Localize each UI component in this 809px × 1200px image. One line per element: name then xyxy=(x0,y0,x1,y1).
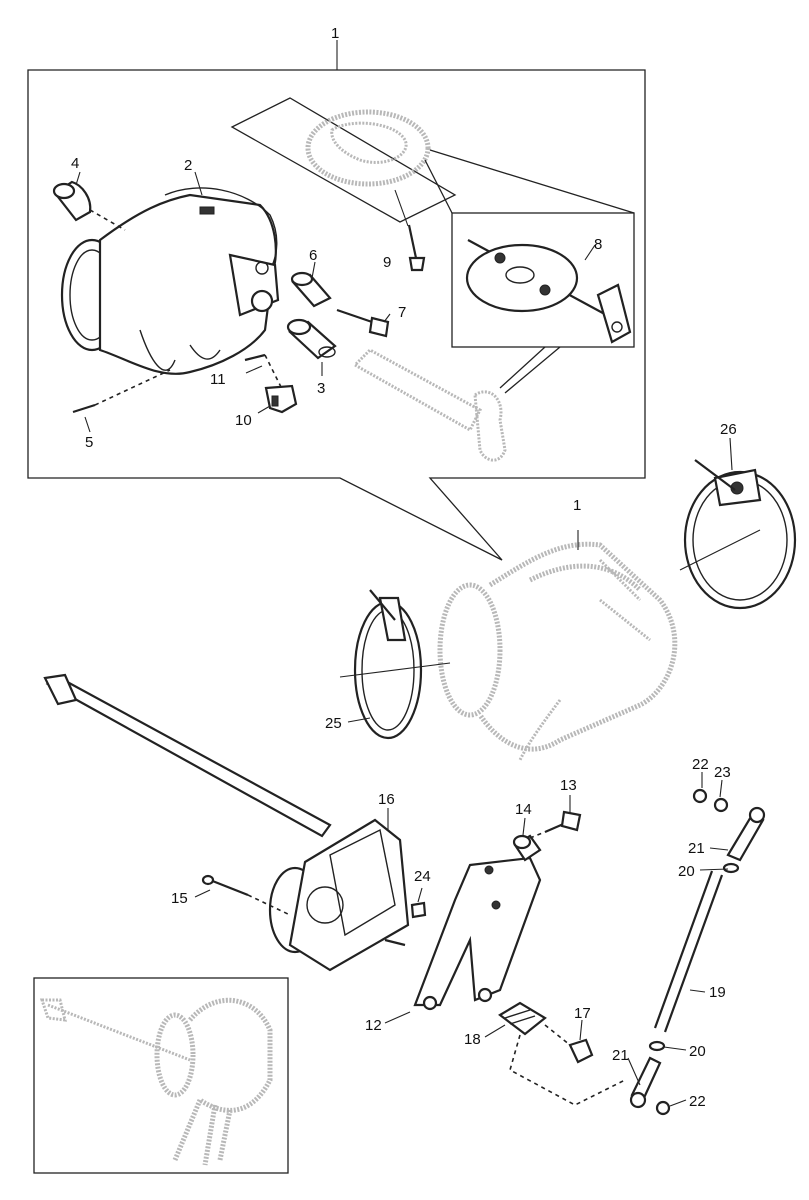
callout-22-bottom: 22 xyxy=(689,1093,706,1110)
assembly-path xyxy=(509,1024,626,1106)
locator-inset-box xyxy=(33,977,289,1174)
rod-end-lower xyxy=(629,1040,671,1116)
rod-end-upper xyxy=(692,788,766,874)
callout-7: 7 xyxy=(398,304,406,321)
bushing-part-6 xyxy=(290,271,332,308)
callout-22-top: 22 xyxy=(692,756,709,773)
ghost-lever xyxy=(352,348,507,462)
leader-lines xyxy=(75,171,733,1107)
callout-18: 18 xyxy=(464,1031,481,1048)
flap-part-8 xyxy=(465,239,632,344)
callout-1-top: 1 xyxy=(331,25,339,42)
clamp-part-25 xyxy=(339,589,451,740)
bushing-part-3 xyxy=(286,318,337,360)
bolt-part-9 xyxy=(394,189,426,272)
callout-20-bottom: 20 xyxy=(689,1043,706,1060)
callout-labels: 1 2 3 4 5 6 7 8 9 10 11 1 26 25 16 14 13… xyxy=(71,25,737,1110)
bracket-part-12 xyxy=(413,856,542,1011)
housing-part-2 xyxy=(60,187,280,375)
callout-26: 26 xyxy=(720,421,737,438)
callout-19: 19 xyxy=(709,984,726,1001)
callout-25: 25 xyxy=(325,715,342,732)
callout-14: 14 xyxy=(515,801,532,818)
pin-part-5 xyxy=(72,369,171,414)
nut-part-24 xyxy=(410,901,427,919)
callout-15: 15 xyxy=(171,890,188,907)
callout-5: 5 xyxy=(85,434,93,451)
callout-12: 12 xyxy=(365,1017,382,1034)
bushing-part-14 xyxy=(512,834,542,862)
callout-16: 16 xyxy=(378,791,395,808)
clamp-part-26 xyxy=(679,459,797,610)
actuator-part-16 xyxy=(268,818,410,972)
assembly-1-ghost xyxy=(437,541,678,761)
callout-6: 6 xyxy=(309,247,317,264)
nut-part-17 xyxy=(568,1038,594,1064)
callout-23: 23 xyxy=(714,764,731,781)
pin-part-11 xyxy=(244,353,286,396)
bolt-part-15 xyxy=(201,874,291,916)
callout-8: 8 xyxy=(594,236,602,253)
callout-13: 13 xyxy=(560,777,577,794)
shaft-cable xyxy=(43,673,332,838)
link-rod-part-19 xyxy=(653,870,724,1033)
detail-callout-box xyxy=(27,40,646,561)
clip-part-10 xyxy=(264,384,298,414)
inset-box-part-8 xyxy=(424,149,635,394)
callout-1-mid: 1 xyxy=(573,497,581,514)
callout-9: 9 xyxy=(383,254,391,271)
spacer-part-18 xyxy=(498,1001,547,1036)
callout-21-bottom: 21 xyxy=(612,1047,629,1064)
bushing-part-4 xyxy=(52,180,126,231)
callout-10: 10 xyxy=(235,412,252,429)
callout-3: 3 xyxy=(317,380,325,397)
gasket-plane xyxy=(230,97,457,223)
callout-4: 4 xyxy=(71,155,79,172)
callout-17: 17 xyxy=(574,1005,591,1022)
bolt-part-13 xyxy=(529,810,582,839)
bolt-part-7 xyxy=(336,308,390,338)
callout-11: 11 xyxy=(210,371,226,388)
callout-2: 2 xyxy=(184,157,192,174)
callout-20-top: 20 xyxy=(678,863,695,880)
callout-21-top: 21 xyxy=(688,840,705,857)
callout-24: 24 xyxy=(414,868,431,885)
